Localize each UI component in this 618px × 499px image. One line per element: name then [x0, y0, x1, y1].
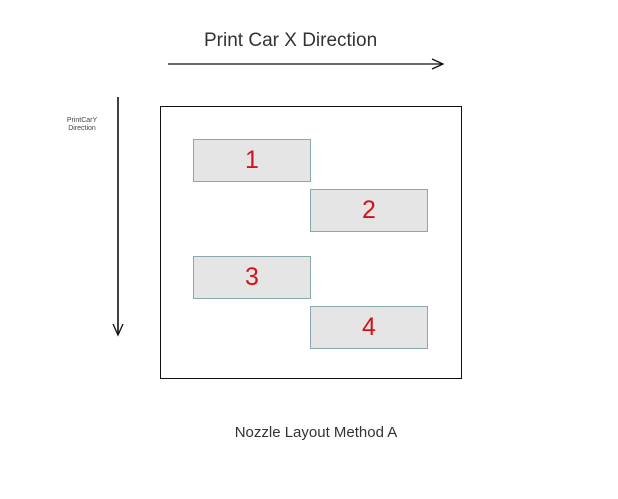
nozzle-1: 1 — [193, 139, 311, 182]
y-direction-label: PrintCarY Direction — [66, 117, 98, 132]
nozzle-4: 4 — [310, 306, 428, 349]
nozzle-3: 3 — [193, 256, 311, 299]
y-direction-arrow — [112, 97, 124, 337]
x-direction-arrow — [168, 58, 445, 70]
x-direction-label: Print Car X Direction — [204, 30, 378, 51]
print-area-frame — [160, 106, 462, 379]
caption: Nozzle Layout Method A — [234, 424, 398, 441]
nozzle-2: 2 — [310, 189, 428, 232]
